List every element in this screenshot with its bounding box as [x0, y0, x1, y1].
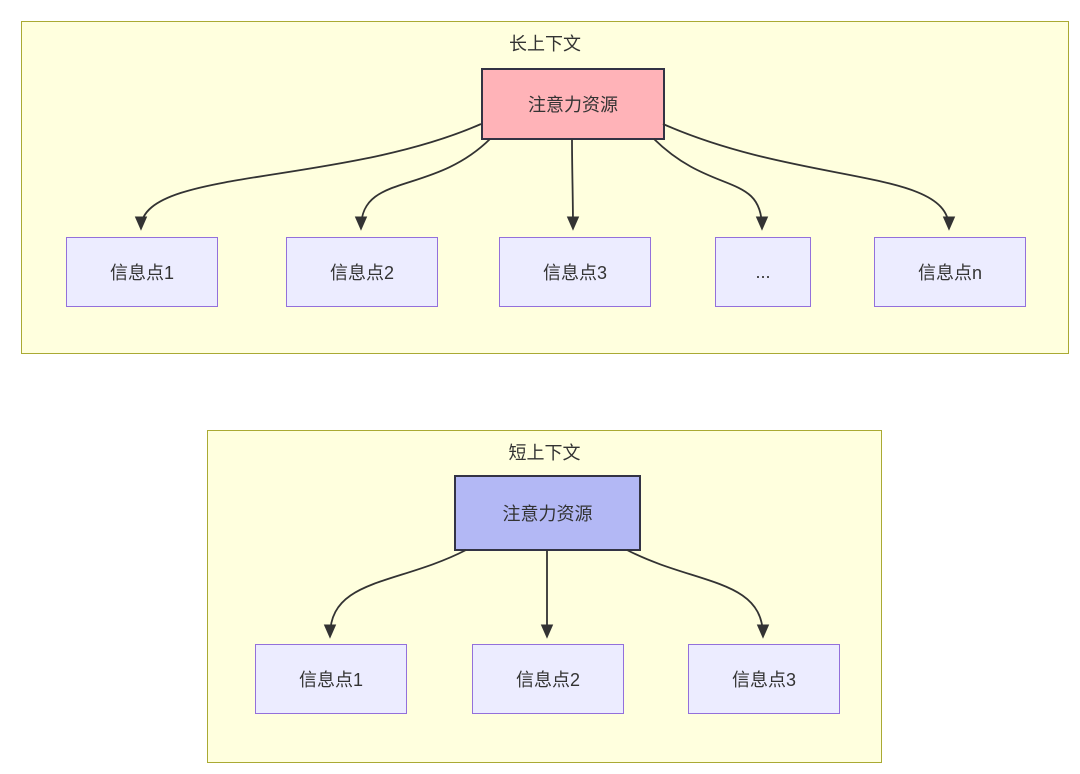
long-info-node-n: 信息点n — [874, 237, 1026, 307]
short-info-node-2: 信息点2 — [472, 644, 624, 714]
long-context-title: 长上下文 — [509, 34, 581, 54]
short-attention-node: 注意力资源 — [454, 475, 641, 551]
short-context-cluster: 短上下文 注意力资源 信息点1 信息点2 信息点3 — [207, 430, 882, 763]
short-context-title: 短上下文 — [508, 443, 581, 463]
long-info-node-1: 信息点1 — [66, 237, 218, 307]
long-info-node-2: 信息点2 — [286, 237, 438, 307]
short-info-node-1: 信息点1 — [255, 644, 407, 714]
long-context-cluster: 长上下文 注意力资源 信息点1 信息点2 信息点3 ... 信息点n — [21, 21, 1069, 354]
short-info-node-3: 信息点3 — [688, 644, 840, 714]
long-attention-node: 注意力资源 — [481, 68, 665, 140]
long-info-node-3: 信息点3 — [499, 237, 651, 307]
long-info-node-ellipsis: ... — [715, 237, 811, 307]
